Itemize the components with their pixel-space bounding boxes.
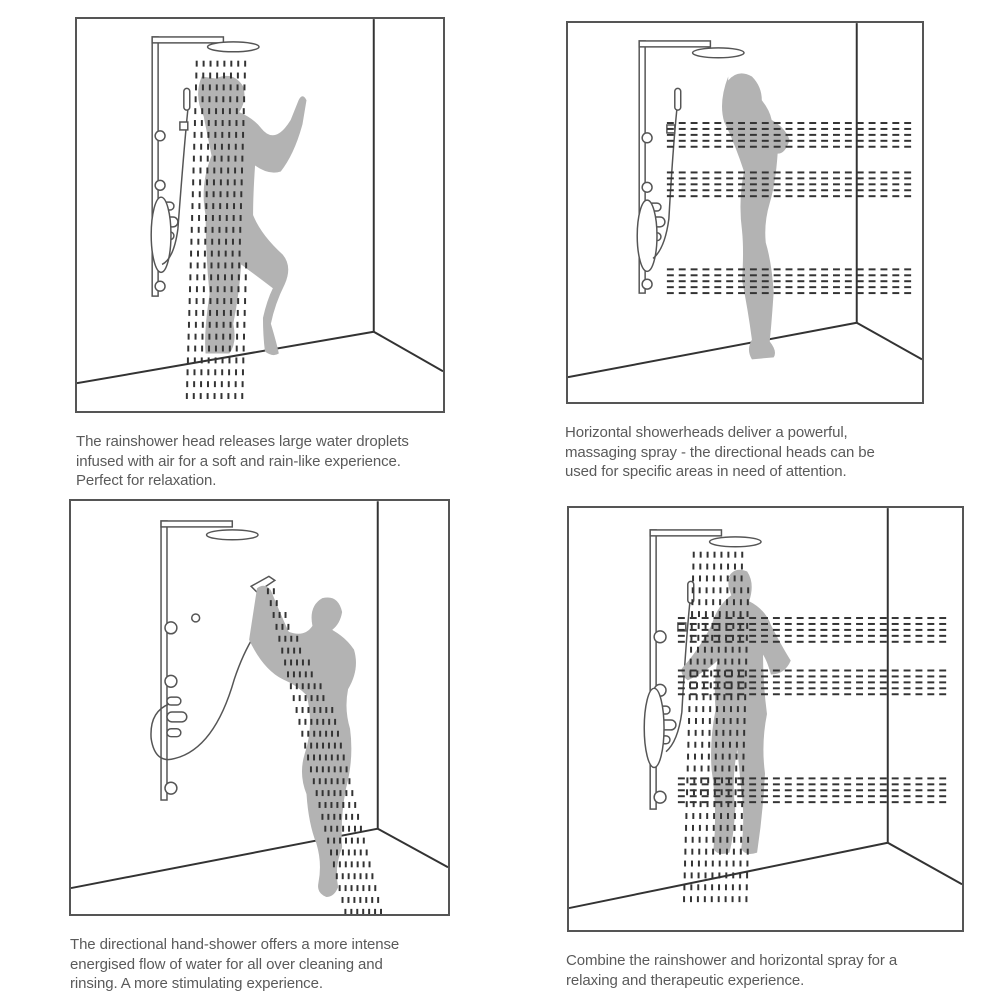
illustration-combined xyxy=(567,506,964,932)
illustration-horizontal-spray xyxy=(566,21,924,404)
rainshower-scene xyxy=(77,19,443,399)
shower-column-icon xyxy=(150,36,260,297)
caption-line: The directional hand-shower offers a mor… xyxy=(70,936,400,953)
hand-shower-spray xyxy=(266,588,383,914)
room-outline xyxy=(77,19,443,385)
caption-line: Horizontal showerheads deliver a powerfu… xyxy=(565,424,848,441)
caption-line: Combine the rainshower and horizontal sp… xyxy=(566,952,898,969)
room-outline xyxy=(569,508,962,910)
woman-silhouette-icon xyxy=(198,75,307,356)
shower-column-icon xyxy=(636,40,745,294)
caption-line: massaging spray - the directional heads … xyxy=(565,443,875,461)
illustration-rainshower xyxy=(75,17,445,413)
horizontal-spray-scene xyxy=(568,23,922,379)
caption-line: Perfect for relaxation. xyxy=(76,472,217,489)
caption-line: infused with air for a soft and rain-lik… xyxy=(76,452,401,470)
caption-combined: Combine the rainshower and horizontal sp… xyxy=(566,951,897,990)
woman-silhouette-icon xyxy=(681,569,791,854)
combined-spray xyxy=(677,551,947,903)
caption-line: rinsing. A more stimulating experience. xyxy=(70,975,323,992)
illustration-hand-shower xyxy=(69,499,450,916)
rain-droplets xyxy=(185,60,248,399)
caption-line: relaxing and therapeutic experience. xyxy=(566,971,805,989)
hand-shower-scene xyxy=(71,501,448,914)
caption-line: used for specific areas in need of atten… xyxy=(565,463,847,480)
caption-line: The rainshower head releases large water… xyxy=(76,433,409,450)
caption-hand-shower: The directional hand-shower offers a mor… xyxy=(70,935,399,994)
caption-horizontal-spray: Horizontal showerheads deliver a powerfu… xyxy=(565,423,875,482)
woman-silhouette-icon xyxy=(722,73,790,360)
room-outline xyxy=(71,501,448,890)
shower-column-icon xyxy=(150,520,277,801)
caption-line: energised flow of water for all over cle… xyxy=(70,955,383,973)
caption-rainshower: The rainshower head releases large water… xyxy=(76,432,409,491)
horizontal-spray-bands xyxy=(666,122,912,295)
combined-scene xyxy=(569,508,962,910)
